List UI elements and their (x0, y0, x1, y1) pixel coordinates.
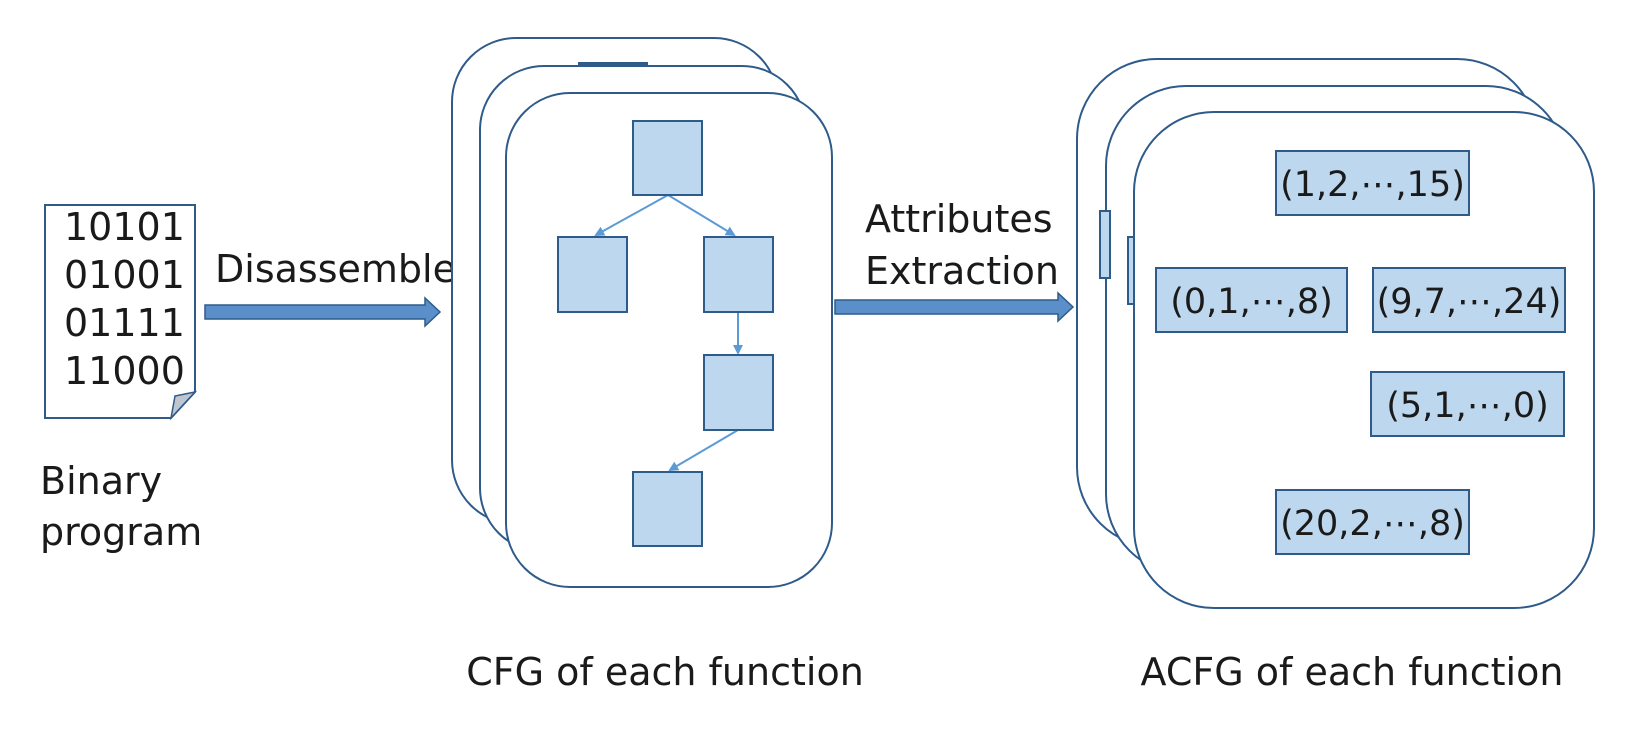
binary-document: 10101 01001 01111 11000 (44, 204, 198, 421)
binary-line-1: 10101 (64, 205, 185, 249)
acfg-attribute-box (1275, 150, 1470, 216)
cfg-node (632, 471, 703, 547)
acfg-attribute-text: (5,1,⋯,0) (1386, 386, 1549, 426)
acfg-card-stack: (1,2,⋯,15) (0,1,⋯,8) (9,7,⋯,24) (5,1,⋯,0… (1076, 58, 1595, 609)
cfg-node (557, 236, 628, 313)
cfg-edge (668, 429, 739, 472)
attributes-extraction-label-line2: Extraction (865, 249, 1059, 293)
acfg-attribute-text: (9,7,⋯,24) (1377, 282, 1562, 322)
acfg-attribute-text: (20,2,⋯,8) (1280, 504, 1465, 544)
attributes-extraction-arrow (834, 291, 1075, 323)
acfg-attribute-box (1275, 489, 1470, 555)
attributes-extraction-label-line1: Attributes (865, 197, 1053, 241)
acfg-attribute-text: (0,1,⋯,8) (1170, 282, 1333, 322)
cfg-node (703, 354, 774, 431)
binary-line-3: 01111 (64, 301, 185, 345)
binary-line-2: 01001 (64, 253, 185, 297)
disassemble-arrow (204, 296, 442, 328)
binary-program-label-line1: Binary (40, 459, 162, 503)
acfg-attribute-box (1155, 267, 1348, 333)
document-fold-icon (169, 390, 198, 421)
cfg-node (632, 120, 703, 196)
cfg-edge (667, 194, 736, 237)
cfg-node (703, 236, 774, 313)
acfg-attribute-box (1372, 267, 1566, 333)
binary-line-4: 11000 (64, 349, 185, 393)
cfg-back-node-hint (578, 62, 648, 66)
cfg-caption: CFG of each function (466, 650, 864, 694)
binary-program-label-line2: program (40, 510, 202, 554)
acfg-card-front (1133, 111, 1595, 609)
disassemble-label: Disassemble (215, 247, 456, 291)
cfg-card-stack (451, 37, 833, 588)
acfg-attribute-box (1370, 371, 1565, 437)
acfg-attribute-text: (1,2,⋯,15) (1280, 165, 1465, 205)
cfg-edge (594, 194, 669, 236)
cfg-card-front (505, 92, 833, 588)
acfg-back-node-hint (1099, 210, 1111, 279)
acfg-caption: ACFG of each function (1141, 650, 1564, 694)
